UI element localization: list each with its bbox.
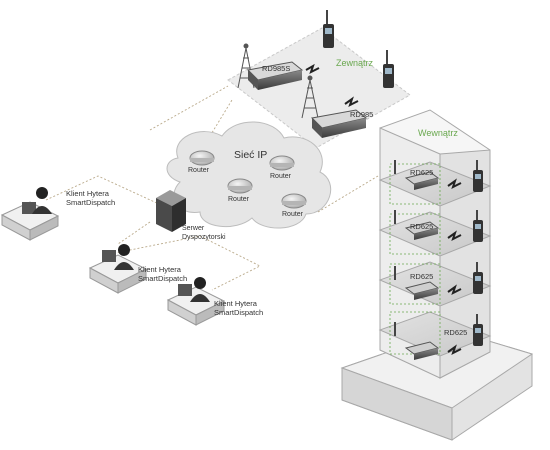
repeater-label-floor: RD625 xyxy=(410,222,433,231)
signal-lightning-icon xyxy=(447,284,462,295)
client-workstation: Klient Hytera SmartDispatch xyxy=(88,244,187,294)
repeater-rd985s-device xyxy=(246,61,304,90)
zone-label-outside: Zewnątrz xyxy=(336,58,374,68)
repeater-label-outdoor-1: RD985S xyxy=(262,64,290,73)
portable-radio-icon xyxy=(473,314,483,346)
router-icon xyxy=(269,155,295,171)
repeater-rd625-device xyxy=(394,266,440,300)
router-label: Router xyxy=(282,211,304,218)
server-label-line1: Serwer xyxy=(182,225,205,232)
repeater-label-floor: RD625 xyxy=(410,272,433,281)
network-links xyxy=(45,85,379,291)
router-label: Router xyxy=(188,167,210,174)
signal-lightning-icon xyxy=(344,96,359,107)
portable-radio-icon xyxy=(323,10,334,48)
repeater-rd625-device xyxy=(394,160,440,190)
portable-radio-icon xyxy=(473,160,483,192)
client-label-line2: SmartDispatch xyxy=(66,198,115,207)
repeater-label-floor: RD625 xyxy=(444,328,467,337)
client-workstation: Klient Hytera SmartDispatch xyxy=(166,277,263,326)
zone-label-inside: Wewnątrz xyxy=(418,128,458,138)
portable-radio-icon xyxy=(383,50,394,88)
client-label-line2: SmartDispatch xyxy=(138,274,187,283)
repeater-rd985-device xyxy=(310,109,368,138)
signal-lightning-icon xyxy=(447,344,462,355)
repeater-label-outdoor-2: RD985 xyxy=(350,110,373,119)
client-label-line1: Klient Hytera xyxy=(138,265,182,274)
building: Wewnątrz xyxy=(340,109,534,441)
portable-radio-icon xyxy=(473,262,483,294)
router-icon xyxy=(189,150,215,166)
client-label-line2: SmartDispatch xyxy=(214,308,263,317)
router-label: Router xyxy=(228,196,250,203)
router-label: Router xyxy=(270,173,292,180)
dispatch-server: Serwer Dyspozytorski xyxy=(156,190,226,241)
outdoor-zone: RD985S RD985 Zewnątrz xyxy=(227,10,411,149)
client-label-line1: Klient Hytera xyxy=(66,189,110,198)
radio-tower-icon xyxy=(237,43,255,89)
radio-tower-icon xyxy=(301,75,319,119)
router-icon xyxy=(281,193,307,209)
network-label: Sieć IP xyxy=(234,149,267,161)
server-label-line2: Dyspozytorski xyxy=(182,234,226,241)
signal-lightning-icon xyxy=(447,178,462,189)
repeater-rd625-device xyxy=(394,322,440,360)
signal-lightning-icon xyxy=(447,230,462,241)
repeater-label-floor: RD625 xyxy=(410,168,433,177)
repeater-rd625-device xyxy=(394,210,440,240)
router-icon xyxy=(227,178,253,194)
signal-lightning-icon xyxy=(305,63,320,74)
client-label-line1: Klient Hytera xyxy=(214,299,258,308)
portable-radio-icon xyxy=(473,210,483,242)
client-workstation: Klient Hytera SmartDispatch xyxy=(0,187,115,241)
